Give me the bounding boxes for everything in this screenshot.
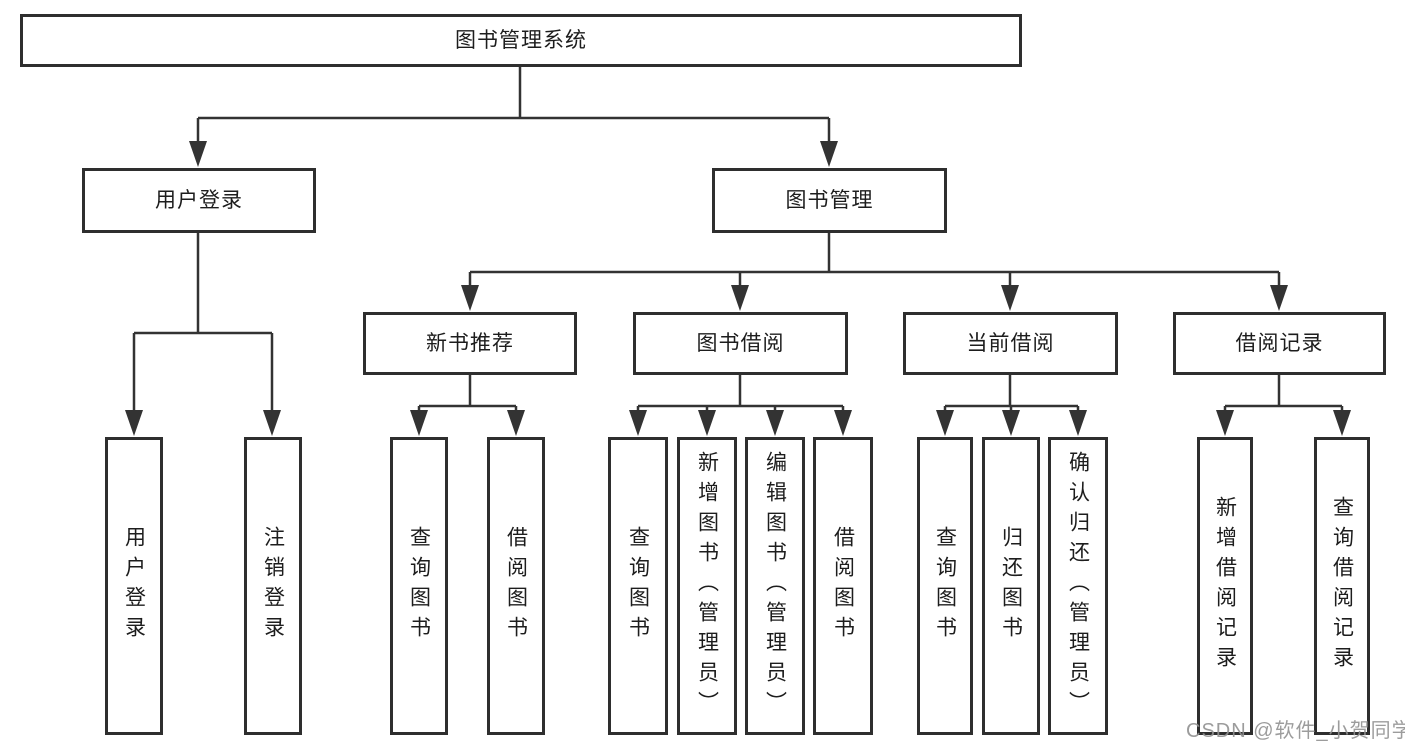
node-user-login: 用户登录 bbox=[82, 168, 316, 233]
node-label: 图书借阅 bbox=[696, 331, 785, 355]
node-label: 新增借阅记录 bbox=[1213, 496, 1237, 676]
node-current-borrow: 当前借阅 bbox=[903, 312, 1118, 375]
leaf-return-book: 归还图书 bbox=[982, 437, 1040, 735]
node-label: 借阅图书 bbox=[504, 526, 528, 646]
leaf-confirm-return-admin: 确认归还（管理员） bbox=[1048, 437, 1108, 735]
node-label: 当前借阅 bbox=[966, 331, 1055, 355]
node-label: 图书管理 bbox=[785, 188, 874, 212]
node-label: 用户登录 bbox=[122, 526, 146, 646]
node-label: 归还图书 bbox=[999, 526, 1023, 646]
leaf-edit-book-admin: 编辑图书（管理员） bbox=[745, 437, 805, 735]
node-label: 注销登录 bbox=[261, 526, 285, 646]
connector-book-management-to-level3 bbox=[461, 233, 1288, 311]
node-book-management: 图书管理 bbox=[712, 168, 947, 233]
connector-current-borrow-to-leaves bbox=[936, 375, 1087, 436]
node-label: 用户登录 bbox=[155, 188, 243, 212]
leaf-borrow-book: 借阅图书 bbox=[813, 437, 873, 735]
node-new-book-recommend: 新书推荐 bbox=[363, 312, 577, 375]
leaf-add-book-admin: 新增图书（管理员） bbox=[677, 437, 737, 735]
node-borrow-records: 借阅记录 bbox=[1173, 312, 1386, 375]
connector-root-to-level2 bbox=[189, 66, 838, 167]
node-label: 新增图书（管理员） bbox=[695, 451, 719, 721]
node-label: 编辑图书（管理员） bbox=[763, 451, 787, 721]
connector-user-login-to-leaves bbox=[125, 233, 281, 436]
leaf-borrow-book-recommend: 借阅图书 bbox=[487, 437, 545, 735]
connector-new-book-recommend-to-leaves bbox=[410, 375, 525, 436]
leaf-add-borrow-record: 新增借阅记录 bbox=[1197, 437, 1253, 735]
node-label: 借阅图书 bbox=[831, 526, 855, 646]
node-label: 图书管理系统 bbox=[455, 28, 587, 52]
node-book-borrow: 图书借阅 bbox=[633, 312, 848, 375]
node-library-management-system: 图书管理系统 bbox=[20, 14, 1022, 67]
leaf-query-book-borrow: 查询图书 bbox=[608, 437, 668, 735]
node-label: 查询图书 bbox=[933, 526, 957, 646]
leaf-user-login: 用户登录 bbox=[105, 437, 163, 735]
leaf-query-borrow-record: 查询借阅记录 bbox=[1314, 437, 1370, 735]
connector-borrow-records-to-leaves bbox=[1216, 375, 1351, 436]
node-label: 确认归还（管理员） bbox=[1066, 451, 1090, 721]
node-label: 新书推荐 bbox=[426, 331, 514, 355]
leaf-query-book-recommend: 查询图书 bbox=[390, 437, 448, 735]
leaf-logout: 注销登录 bbox=[244, 437, 302, 735]
node-label: 借阅记录 bbox=[1235, 331, 1324, 355]
csdn-watermark: CSDN @软件_小贺同学 bbox=[1186, 720, 1405, 742]
connector-book-borrow-to-leaves bbox=[629, 375, 852, 436]
node-label: 查询借阅记录 bbox=[1330, 496, 1354, 676]
node-label: 查询图书 bbox=[407, 526, 431, 646]
node-label: 查询图书 bbox=[626, 526, 650, 646]
leaf-query-book-current: 查询图书 bbox=[917, 437, 973, 735]
